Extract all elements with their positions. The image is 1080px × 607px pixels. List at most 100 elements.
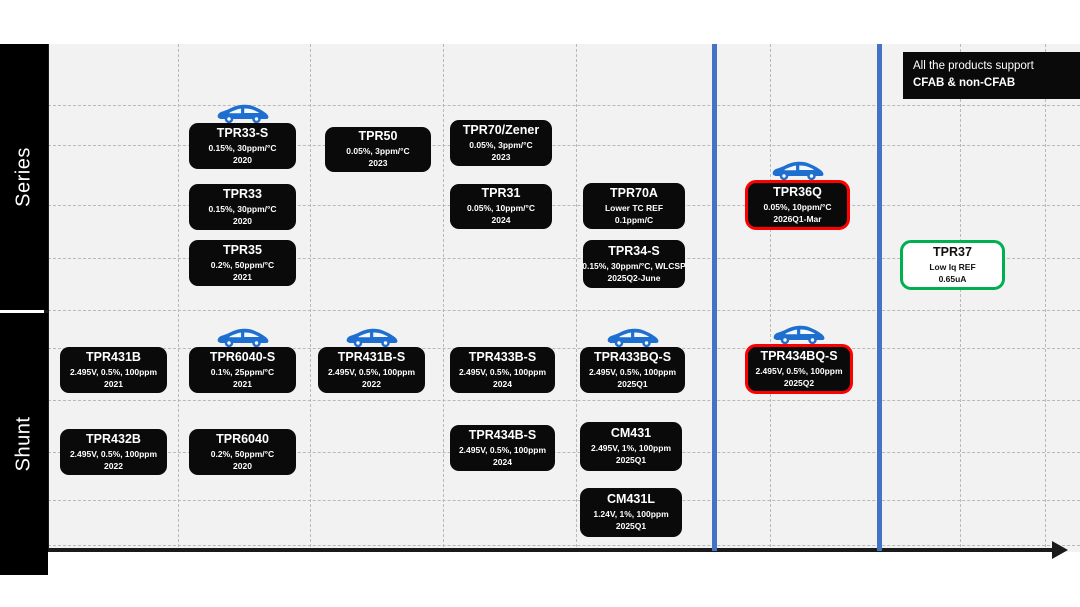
product-date: 2020 — [233, 154, 252, 165]
product-name: CM431L — [607, 492, 655, 507]
gridline-horizontal-1 — [48, 145, 1080, 146]
product-spec: 0.15%, 30ppm/°C, WLCSP — [583, 260, 685, 271]
automotive-car-icon — [217, 103, 269, 125]
product-spec: 2.495V, 0.5%, 100ppm — [69, 366, 158, 377]
product-card-tpr31[interactable]: TPR31 0.05%, 10ppm/°C 2024 — [450, 184, 552, 229]
automotive-car-icon — [772, 160, 824, 182]
gridline-horizontal-5 — [48, 348, 1080, 349]
product-spec: 1.24V, 1%, 100ppm — [593, 509, 669, 519]
automotive-car-icon — [773, 324, 825, 346]
plot-area — [48, 44, 1080, 552]
product-spec: 0.05%, 10ppm/°C — [763, 201, 832, 212]
product-name: TPR433B-S — [468, 349, 537, 364]
product-spec: 0.05%, 10ppm/°C — [466, 203, 536, 213]
gridline-horizontal-3 — [48, 258, 1080, 259]
product-date: 0.65uA — [938, 273, 967, 284]
product-name: TPR36Q — [773, 184, 822, 199]
product-date: 2021 — [233, 378, 252, 389]
product-date: 2024 — [493, 456, 512, 467]
product-name: TPR70/Zener — [462, 122, 540, 137]
x-axis-arrow-icon — [1052, 541, 1068, 559]
product-spec: 0.05%, 3ppm/°C — [346, 146, 410, 156]
product-name: TPR31 — [481, 186, 521, 201]
product-name: TPR434B-S — [468, 427, 537, 442]
category-band-shunt: Shunt — [0, 313, 48, 575]
product-date: 2021 — [104, 378, 123, 389]
gridline-horizontal-0 — [48, 105, 1080, 106]
product-date: 2024 — [491, 215, 511, 226]
product-name: TPR50 — [358, 129, 398, 144]
product-date: 2023 — [368, 158, 388, 169]
automotive-car-icon — [346, 327, 398, 349]
product-spec: 2.495V, 0.5%, 100ppm — [327, 366, 416, 377]
product-date: 2022 — [362, 378, 381, 389]
gridline-vertical-7 — [960, 44, 961, 552]
automotive-car-icon — [217, 327, 269, 349]
product-date: 2021 — [233, 271, 252, 282]
product-card-tpr50[interactable]: TPR50 0.05%, 3ppm/°C 2023 — [325, 127, 431, 172]
product-date: 2022 — [104, 460, 123, 471]
product-name: CM431 — [610, 426, 652, 441]
product-date: 2024 — [493, 378, 512, 389]
product-name: TPR37 — [933, 244, 972, 259]
product-name: TPR33 — [223, 186, 262, 201]
product-name: TPR34-S — [608, 243, 660, 258]
product-name: TPR35 — [223, 242, 262, 257]
product-spec: 0.2%, 50ppm/°C — [210, 259, 275, 270]
product-date: 2025Q2-June — [607, 272, 661, 283]
product-name: TPR70A — [610, 185, 658, 200]
product-name: TPR6040-S — [209, 349, 276, 364]
product-name: TPR432B — [86, 431, 141, 446]
gridline-horizontal-2 — [48, 205, 1080, 206]
product-date: 2023 — [491, 151, 511, 162]
product-date: 2025Q1 — [615, 521, 647, 532]
gridline-horizontal-6 — [48, 400, 1080, 401]
product-date: 2020 — [233, 460, 252, 471]
category-label-shunt: Shunt — [12, 416, 35, 472]
product-spec: 2.495V, 0.5%, 100ppm — [458, 444, 547, 455]
gridline-vertical-0 — [178, 44, 179, 552]
gridline-vertical-5 — [770, 44, 771, 552]
product-name: TPR431B — [86, 349, 141, 364]
product-name: TPR6040 — [216, 431, 269, 446]
x-axis-timeline — [44, 548, 1055, 552]
gridline-horizontal-4 — [48, 310, 1080, 311]
product-spec: 2.495V, 1%, 100ppm — [590, 443, 671, 453]
product-spec: 0.2%, 50ppm/°C — [210, 448, 275, 459]
product-name: TPR33-S — [216, 125, 269, 140]
note-banner: All the products support CFAB & non-CFAB — [903, 52, 1080, 99]
product-spec: 0.15%, 30ppm/°C — [208, 142, 277, 153]
product-date: 2020 — [233, 215, 252, 226]
category-label-series: Series — [12, 147, 35, 207]
category-band-series: Series — [0, 44, 48, 310]
product-date: 0.1ppm/C — [614, 214, 654, 225]
product-spec: 2.495V, 0.5%, 100ppm — [458, 366, 547, 377]
milestone-1 — [712, 44, 717, 551]
product-card-cm431l[interactable]: CM431L 1.24V, 1%, 100ppm 2025Q1 — [580, 488, 682, 537]
note-line-1: All the products support — [913, 60, 1034, 72]
gridline-vertical-2 — [443, 44, 444, 552]
gridline-vertical-1 — [310, 44, 311, 552]
product-name: TPR433BQ-S — [593, 349, 672, 364]
product-spec: 0.05%, 3ppm/°C — [469, 139, 533, 150]
automotive-car-icon — [607, 327, 659, 349]
